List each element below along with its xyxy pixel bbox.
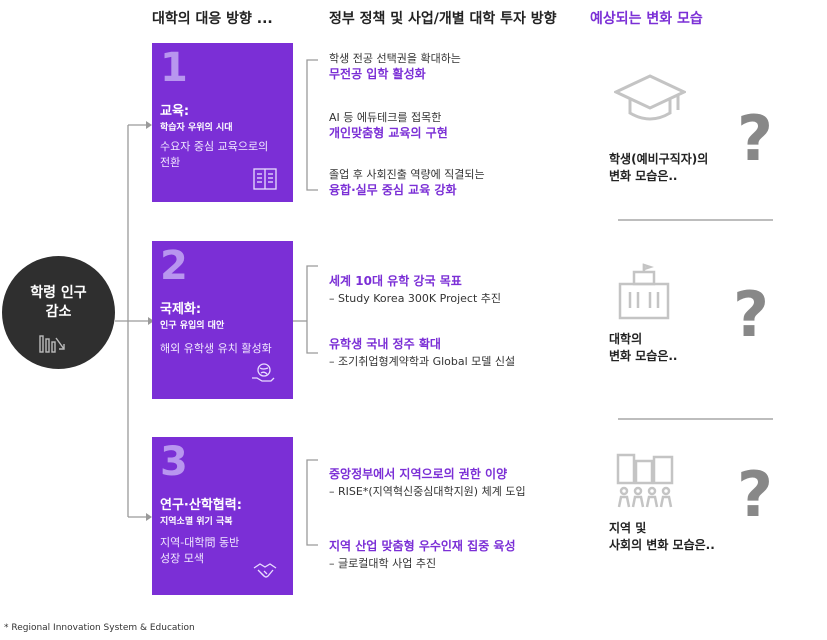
box-subtitle: 인구 유입의 대안 bbox=[160, 321, 225, 331]
box-number: 3 bbox=[160, 439, 188, 485]
box-number: 1 bbox=[160, 45, 188, 91]
divider bbox=[618, 219, 773, 221]
policy-lead: 졸업 후 사회진출 역량에 직결되는 bbox=[329, 168, 485, 181]
policy-subitem: – RISE*(지역혁신중심대학지원) 체계 도입 bbox=[329, 485, 526, 498]
policy-heading: 중앙정부에서 지역으로의 권한 이양 bbox=[329, 467, 508, 481]
policy-heading: 세계 10대 유학 강국 목표 bbox=[329, 274, 462, 288]
policy-subitem: – 조기취업형계약학과 Global 모델 신설 bbox=[329, 355, 516, 368]
header-response: 대학의 대응 방향 ... bbox=[152, 11, 273, 27]
header-policy: 정부 정책 및 사업/개별 대학 투자 방향 bbox=[329, 11, 557, 27]
box-title: 연구·산학협력: bbox=[160, 498, 242, 513]
divider bbox=[618, 418, 773, 420]
policy-heading: 무전공 입학 활성화 bbox=[329, 67, 426, 81]
graduation-cap-icon bbox=[614, 74, 686, 121]
policy-heading: 개인맞춤형 교육의 구현 bbox=[329, 126, 448, 140]
box-description: 해외 유학생 유치 활성화 bbox=[160, 342, 272, 355]
box-subtitle: 학습자 우위의 시대 bbox=[160, 123, 233, 133]
footnote: * Regional Innovation System & Education bbox=[4, 623, 195, 633]
book-icon bbox=[253, 168, 277, 190]
strategy-box-internationalization: 2 국제화: 인구 유입의 대안 해외 유학생 유치 활성화 bbox=[152, 241, 293, 399]
policy-subitem: – 글로컬대학 사업 추진 bbox=[329, 557, 437, 570]
handshake-icon bbox=[253, 563, 277, 578]
city-people-icon bbox=[616, 453, 674, 508]
policy-heading: 지역 산업 맞춤형 우수인재 집중 육성 bbox=[329, 539, 516, 553]
globe-in-hand-icon bbox=[252, 363, 275, 382]
policy-heading: 융합·실무 중심 교육 강화 bbox=[329, 183, 457, 197]
policy-subitem: – Study Korea 300K Project 추진 bbox=[329, 292, 502, 305]
box-number: 2 bbox=[160, 243, 188, 289]
box-title: 교육: bbox=[160, 104, 190, 119]
policy-lead: AI 등 에듀테크를 접목한 bbox=[329, 111, 442, 124]
university-building-icon bbox=[618, 263, 670, 320]
policy-lead: 학생 전공 선택권을 확대하는 bbox=[329, 52, 461, 65]
question-mark: ? bbox=[737, 102, 773, 175]
box-title: 국제화: bbox=[160, 302, 202, 317]
header-expected: 예상되는 변화 모습 bbox=[590, 11, 703, 27]
question-mark: ? bbox=[733, 278, 769, 351]
policy-heading: 유학생 국내 정주 확대 bbox=[329, 337, 441, 351]
box-subtitle: 지역소멸 위기 극복 bbox=[160, 517, 233, 527]
question-mark: ? bbox=[737, 458, 773, 531]
declining-bar-chart-icon bbox=[39, 335, 65, 353]
